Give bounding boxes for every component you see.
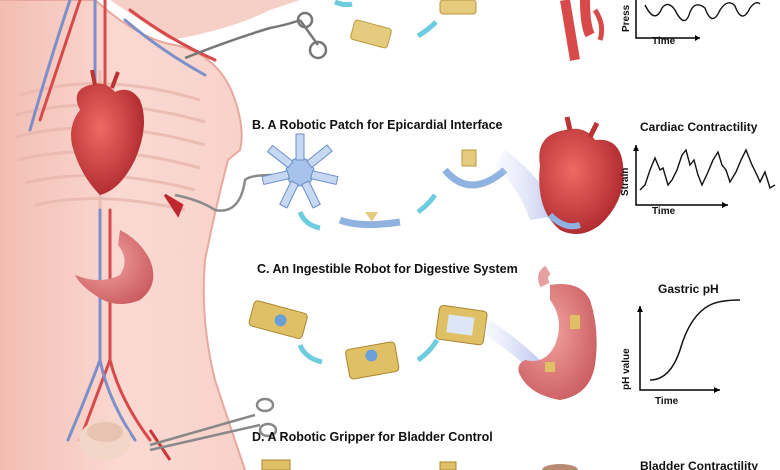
star-patch xyxy=(261,133,339,209)
ph-curve xyxy=(649,299,741,381)
curved-arrow-icon xyxy=(297,210,321,231)
section-d-devices xyxy=(261,459,578,470)
stomach-in-body xyxy=(75,230,154,304)
plot-c-ylabel: pH value xyxy=(621,348,632,390)
curved-arrow-icon xyxy=(297,343,323,365)
section-b-title: B. A Robotic Patch for Epicardial Interf… xyxy=(252,118,503,132)
section-c-devices xyxy=(248,265,597,400)
curved-arrow-icon xyxy=(416,193,438,215)
curved-arrow-icon xyxy=(416,20,438,39)
plot-a xyxy=(635,0,761,41)
stomach-large xyxy=(518,265,597,400)
plot-d-title: Bladder Contractility xyxy=(640,459,759,470)
section-b-devices xyxy=(261,116,624,234)
curved-arrow-icon xyxy=(416,338,440,363)
human-torso xyxy=(0,0,300,470)
plot-b xyxy=(633,145,776,208)
surgical-tool-top xyxy=(184,11,328,60)
catheter-b xyxy=(163,173,273,218)
plot-b-title: Cardiac Contractility xyxy=(640,120,758,134)
plot-c-xlabel: Time xyxy=(655,396,679,407)
pressure-trace xyxy=(644,1,761,22)
vessels xyxy=(28,0,217,442)
section-d-title: D. A Robotic Gripper for Bladder Control xyxy=(252,430,493,444)
plot-b-ylabel: Strain xyxy=(620,167,631,196)
plot-a-xlabel: Time xyxy=(652,36,676,47)
section-a-devices xyxy=(334,0,605,61)
plot-b-xlabel: Time xyxy=(652,206,676,217)
heart-in-body xyxy=(71,69,144,195)
heart-with-patch xyxy=(539,116,624,234)
plot-c xyxy=(637,299,741,393)
strain-trace xyxy=(639,148,776,191)
plot-c-title: Gastric pH xyxy=(658,282,719,296)
forceps-d xyxy=(149,397,278,452)
plot-a-ylabel: Press xyxy=(621,4,632,32)
bladder-in-body xyxy=(79,420,172,461)
section-c-title: C. An Ingestible Robot for Digestive Sys… xyxy=(257,262,518,276)
